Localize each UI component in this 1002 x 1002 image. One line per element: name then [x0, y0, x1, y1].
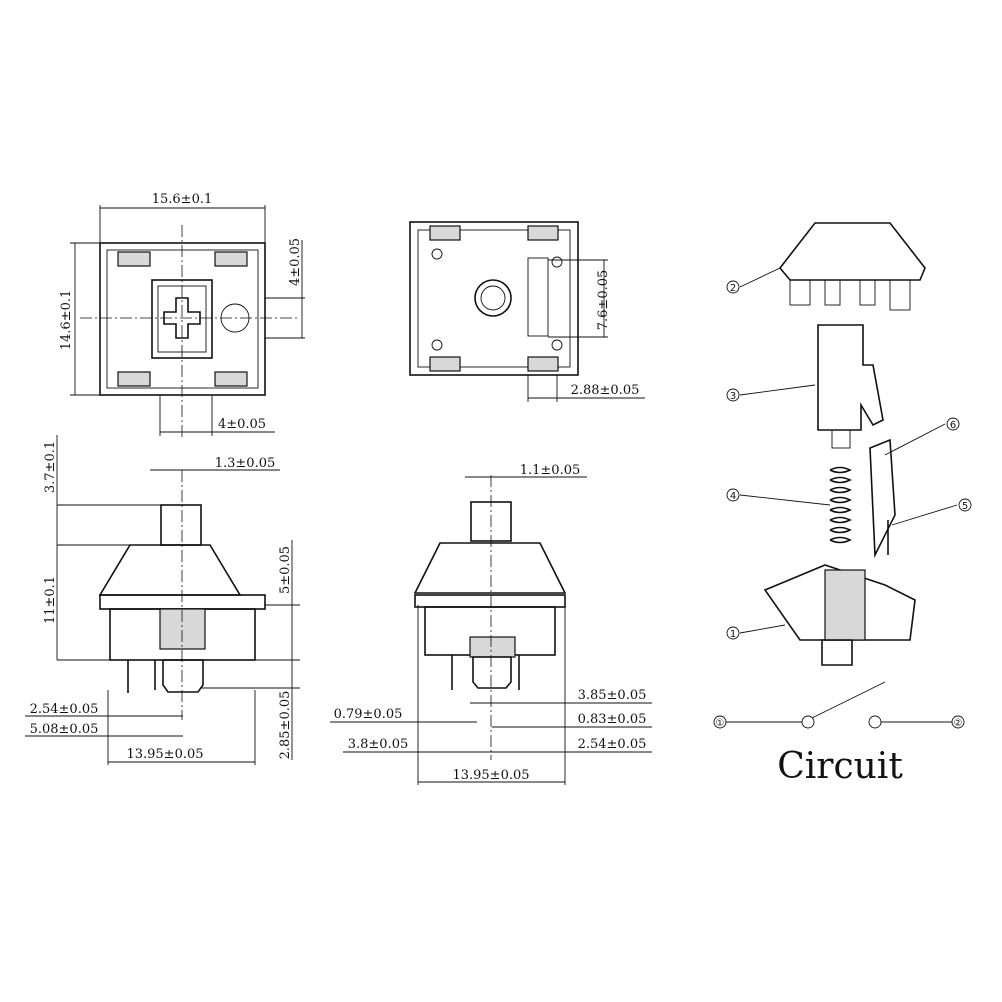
- spring: [829, 466, 852, 544]
- svg-text:3: 3: [730, 391, 736, 402]
- callout-3: 3: [726, 388, 740, 402]
- pin2-dim: 5.08±0.05: [30, 722, 99, 737]
- svg-text:5: 5: [962, 501, 968, 512]
- stem-height-dim: 3.7±0.1: [43, 441, 58, 493]
- svg-text:4: 4: [730, 491, 736, 502]
- upper-dim: 5±0.05: [278, 546, 293, 594]
- top-housing: [778, 222, 926, 281]
- side-stem-width-dim: 1.3±0.05: [215, 456, 276, 471]
- svg-text:2: 2: [730, 283, 736, 294]
- top-view: 15.6±0.1 14.6±0.1 4±0.05 4±0.05: [59, 192, 305, 440]
- top-offset-v-dim: 4±0.05: [288, 238, 303, 286]
- circuit-diagram: ① ② Circuit: [713, 681, 965, 787]
- callout-5: 5: [958, 498, 972, 512]
- bottom-view: 7.6±0.05 2.88±0.05: [409, 221, 645, 402]
- stem: [817, 324, 884, 431]
- bottom-housing: [763, 564, 916, 641]
- d4-dim: 3.8±0.05: [348, 737, 409, 752]
- circuit-title: Circuit: [777, 746, 903, 787]
- callout-4: 4: [726, 488, 740, 502]
- callout-2: 2: [726, 280, 740, 294]
- d5-dim: 2.54±0.05: [578, 737, 647, 752]
- callout-1: 1: [726, 626, 740, 640]
- callout-6: 6: [946, 417, 960, 431]
- top-height-dim: 14.6±0.1: [59, 290, 74, 351]
- side-view: 3.7±0.1 11±0.1 1.3±0.05 5±0.05 2.85±0.05…: [25, 435, 300, 765]
- d1-dim: 3.85±0.05: [578, 688, 647, 703]
- pin-length-dim: 2.85±0.05: [278, 691, 293, 760]
- svg-text:1: 1: [730, 629, 736, 640]
- circuit-node-a: ①: [716, 718, 725, 729]
- exploded-view: 2 3 4 6 5 1: [726, 222, 972, 666]
- d2-dim: 0.79±0.05: [334, 707, 403, 722]
- top-offset-h-dim: 4±0.05: [218, 417, 266, 432]
- side-width-dim: 13.95±0.05: [126, 747, 203, 762]
- d3-dim: 0.83±0.05: [578, 712, 647, 727]
- front-width-dim: 13.95±0.05: [452, 768, 529, 783]
- pin1-dim: 2.54±0.05: [30, 702, 99, 717]
- svg-text:6: 6: [950, 420, 956, 431]
- bottom-offset-dim: 2.88±0.05: [571, 383, 640, 398]
- contact-leaf: [869, 438, 896, 559]
- top-width-dim: 15.6±0.1: [152, 192, 213, 207]
- front-stem-width-dim: 1.1±0.05: [520, 463, 581, 478]
- bottom-height-dim: 7.6±0.05: [596, 270, 611, 331]
- body-height-dim: 11±0.1: [43, 576, 58, 624]
- front-view: 1.1±0.05 3.85±0.05 0.79±0.05 0.83±0.05 3…: [330, 463, 652, 785]
- circuit-node-b: ②: [954, 718, 963, 729]
